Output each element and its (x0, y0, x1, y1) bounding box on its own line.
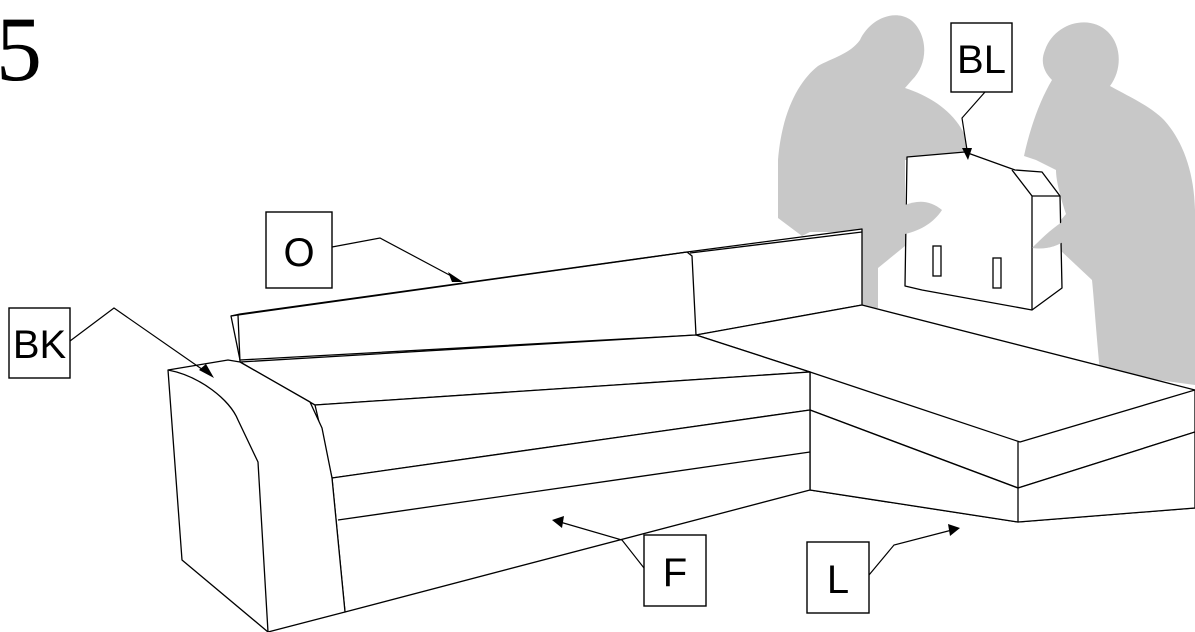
leader-l (868, 524, 960, 576)
helper-hand-left (905, 201, 942, 234)
step-number: 5 (0, 0, 42, 100)
panel-bracket-right (992, 257, 1002, 289)
label-f: F (643, 534, 707, 607)
label-bl-text: BL (957, 38, 1006, 82)
label-o: O (265, 211, 333, 289)
helper-person-right (1024, 22, 1195, 385)
label-f-text: F (663, 551, 687, 595)
label-l-text: L (827, 558, 849, 602)
armrest-bk (167, 359, 346, 632)
leader-f (552, 516, 645, 569)
leader-o (331, 237, 463, 282)
label-bl: BL (950, 22, 1013, 93)
panel-bracket-left (932, 245, 942, 277)
back-panel-bl (904, 151, 1063, 311)
leader-bl (961, 91, 986, 160)
label-l: L (806, 541, 870, 614)
helper-hand-right (1032, 222, 1066, 249)
label-bk: BK (8, 307, 71, 379)
label-bk-text: BK (13, 323, 67, 367)
sofa-base-f (239, 334, 811, 613)
leader-bk (69, 307, 214, 378)
label-o-text: O (283, 231, 314, 275)
